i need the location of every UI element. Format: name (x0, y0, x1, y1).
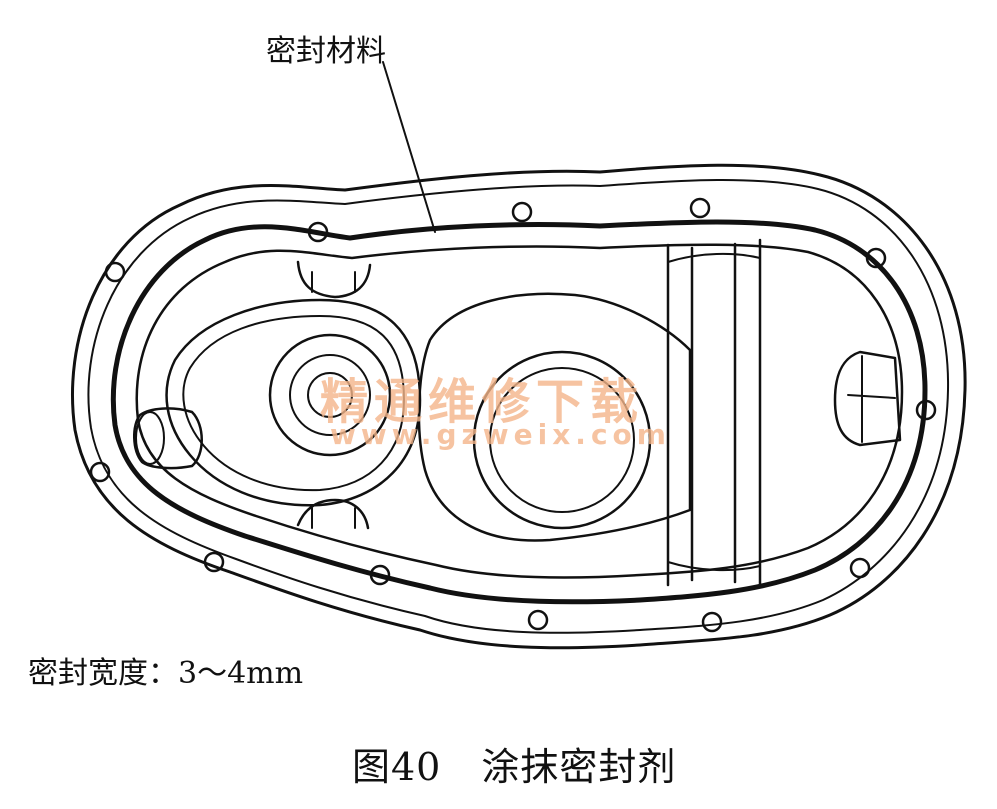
right-bracket-line (847, 355, 896, 443)
rib-top (667, 252, 761, 263)
left-boss (165, 298, 422, 507)
seal-leader-line (382, 61, 436, 233)
center-bore (472, 350, 652, 530)
watermark-text: 精通维修下载 (320, 374, 645, 430)
left-recess (268, 333, 392, 457)
figure-title: 涂抹密封剂 (481, 745, 677, 789)
seal-width-label: 密封宽度：3～4mm (28, 656, 304, 691)
plug-face (135, 411, 165, 465)
left-recess-core (307, 372, 353, 418)
right-bracket (833, 350, 902, 447)
left-boss-inner (182, 315, 405, 492)
bolt-holes (89, 197, 937, 633)
figure-number: 图40 (352, 745, 442, 789)
bottom-tab (296, 498, 370, 530)
center-bore-inner (489, 367, 635, 513)
seal-material-label: 密封材料 (266, 34, 386, 69)
watermark-url: www.gzweix.com (330, 418, 671, 451)
top-tab (296, 260, 372, 299)
inner-pan-edge (135, 243, 904, 579)
center-boss (417, 292, 692, 542)
plug (133, 407, 203, 470)
top-tab-inner (311, 271, 356, 293)
rib-bottom (667, 561, 761, 572)
left-recess-inner (289, 354, 371, 436)
flange-outer-outline (71, 163, 967, 650)
vertical-rib (666, 238, 762, 587)
figure-caption: 图40 涂抹密封剂 (352, 736, 676, 791)
sealant-bead (110, 219, 928, 605)
bottom-tab-inner (311, 507, 356, 529)
flange-outer-outline-2 (87, 178, 950, 634)
